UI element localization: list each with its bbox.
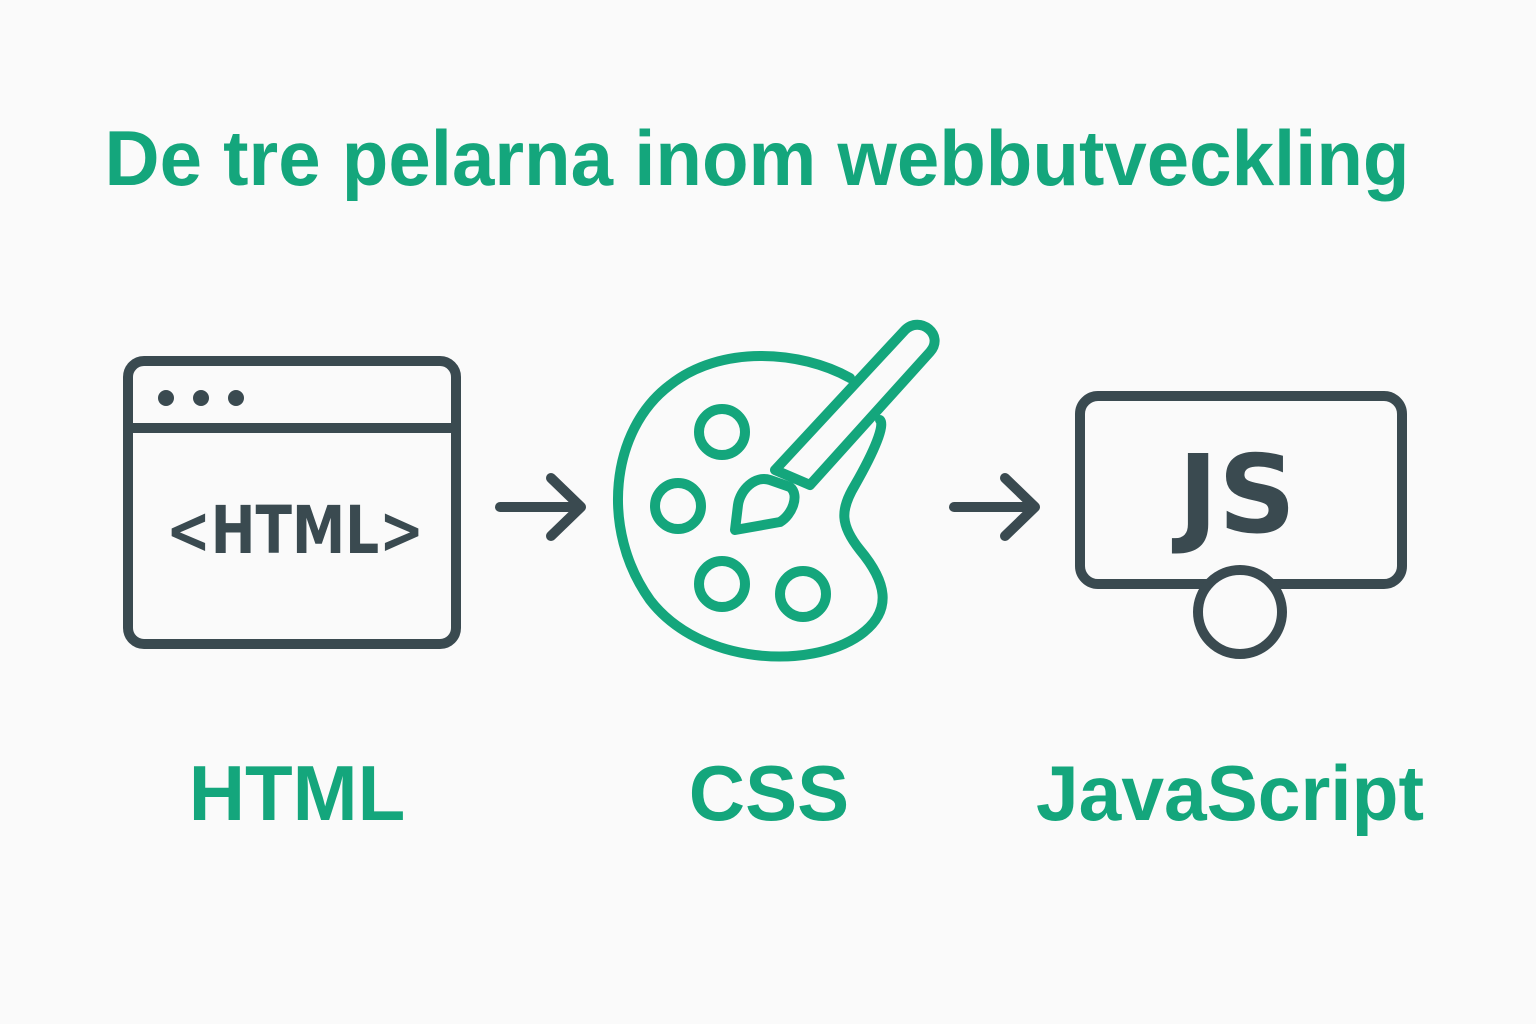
arrow-right-icon [949,473,1040,541]
browser-window-icon: <HTML> [123,356,461,649]
label-css: CSS [689,749,849,837]
paint-palette-icon [613,319,940,662]
js-monitor-icon: JS [1075,391,1407,659]
page-title: De tre pelarna inom webbutveckling [105,114,1410,202]
label-html: HTML [189,749,406,837]
label-javascript: JavaScript [1036,749,1424,837]
js-text: JS [1171,433,1296,558]
arrow-right-icon [495,473,586,541]
html-tag-text: <HTML> [166,492,424,569]
